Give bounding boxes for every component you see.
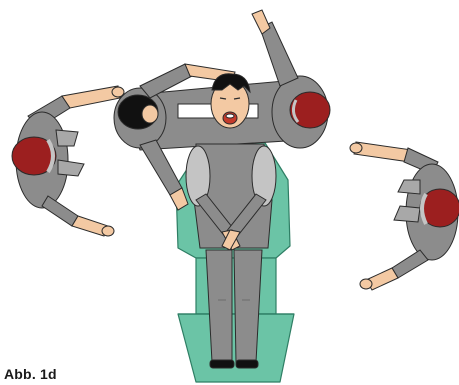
dentist-head-red-hair	[290, 92, 330, 128]
operator-9-oclock	[12, 86, 124, 236]
operator-3-oclock	[350, 142, 459, 290]
figure-caption: Abb. 1d	[4, 365, 57, 383]
patient-shoe-left	[210, 360, 234, 368]
patient-shoe-right	[236, 360, 258, 368]
